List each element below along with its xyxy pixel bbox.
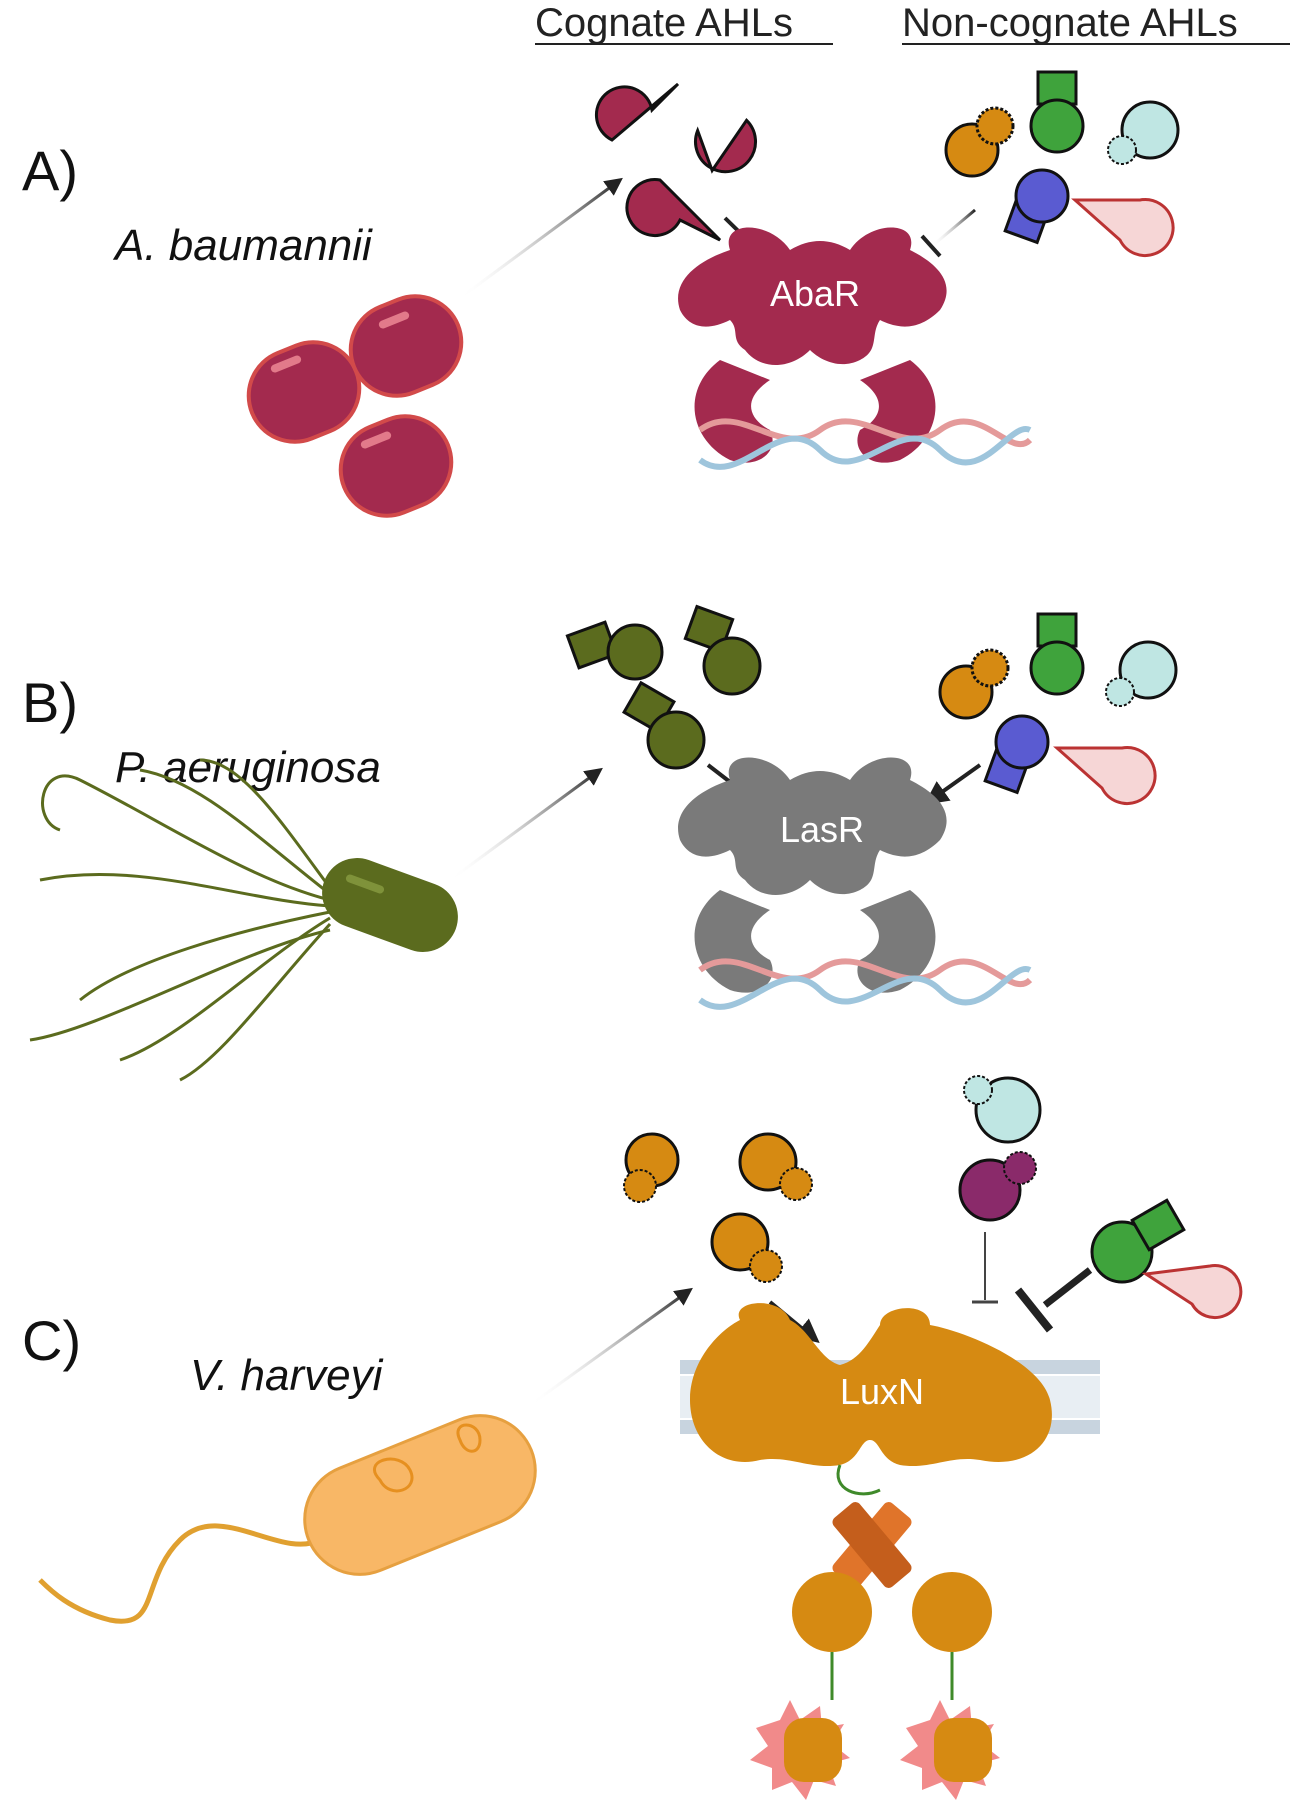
panel-b-noncognate-activation-arrow	[924, 763, 982, 805]
panel-b-dna-icon	[698, 958, 1033, 1010]
panel-c-weak-inhibition-symbol	[972, 1232, 998, 1304]
luxN-cognate-ahls-icon	[623, 1132, 813, 1283]
luxN-receptor-icon: LuxN	[690, 1303, 1052, 1800]
paeruginosa-cell-icon	[29, 758, 458, 1082]
cognate-ahls-header: Cognate AHLs	[535, 1, 793, 45]
abaumannii-cells-icon	[246, 294, 464, 518]
lasR-label: LasR	[780, 809, 864, 850]
panel-a: A) A. baumannii	[22, 70, 1180, 518]
panel-c: C) V. harveyi	[22, 1075, 1243, 1800]
panel-c-noncognate-ahls-icon	[958, 1075, 1243, 1319]
panel-a-species: A. baumannii	[112, 221, 373, 270]
panel-a-letter: A)	[22, 139, 78, 202]
panel-a-inhibition-symbol	[920, 208, 976, 258]
panel-c-species: V. harveyi	[190, 1351, 384, 1400]
panel-b-production-arrow	[449, 767, 603, 882]
panel-c-strong-inhibition-symbol	[1014, 1267, 1093, 1333]
panel-c-production-arrow	[529, 1287, 693, 1407]
noncognate-ahls-header: Non-cognate AHLs	[902, 1, 1238, 45]
panel-a-production-arrow	[459, 177, 623, 300]
lasR-cognate-ahls-icon	[565, 604, 762, 770]
abaR-label: AbaR	[770, 273, 860, 314]
panel-a-dna-icon	[698, 418, 1033, 470]
vharveyi-cell-icon	[38, 1414, 537, 1624]
panel-b: B) P. aeruginosa	[22, 604, 1178, 1082]
luxN-label: LuxN	[840, 1371, 924, 1412]
lasR-receptor-icon: LasR	[678, 757, 947, 993]
panel-c-letter: C)	[22, 1309, 81, 1372]
panel-a-noncognate-ahls-icon	[944, 70, 1180, 258]
panel-b-letter: B)	[22, 671, 78, 734]
panel-b-noncognate-ahls-icon	[938, 612, 1178, 806]
abaR-receptor-icon: AbaR	[678, 227, 947, 463]
abaR-cognate-ahls-icon	[594, 82, 757, 242]
